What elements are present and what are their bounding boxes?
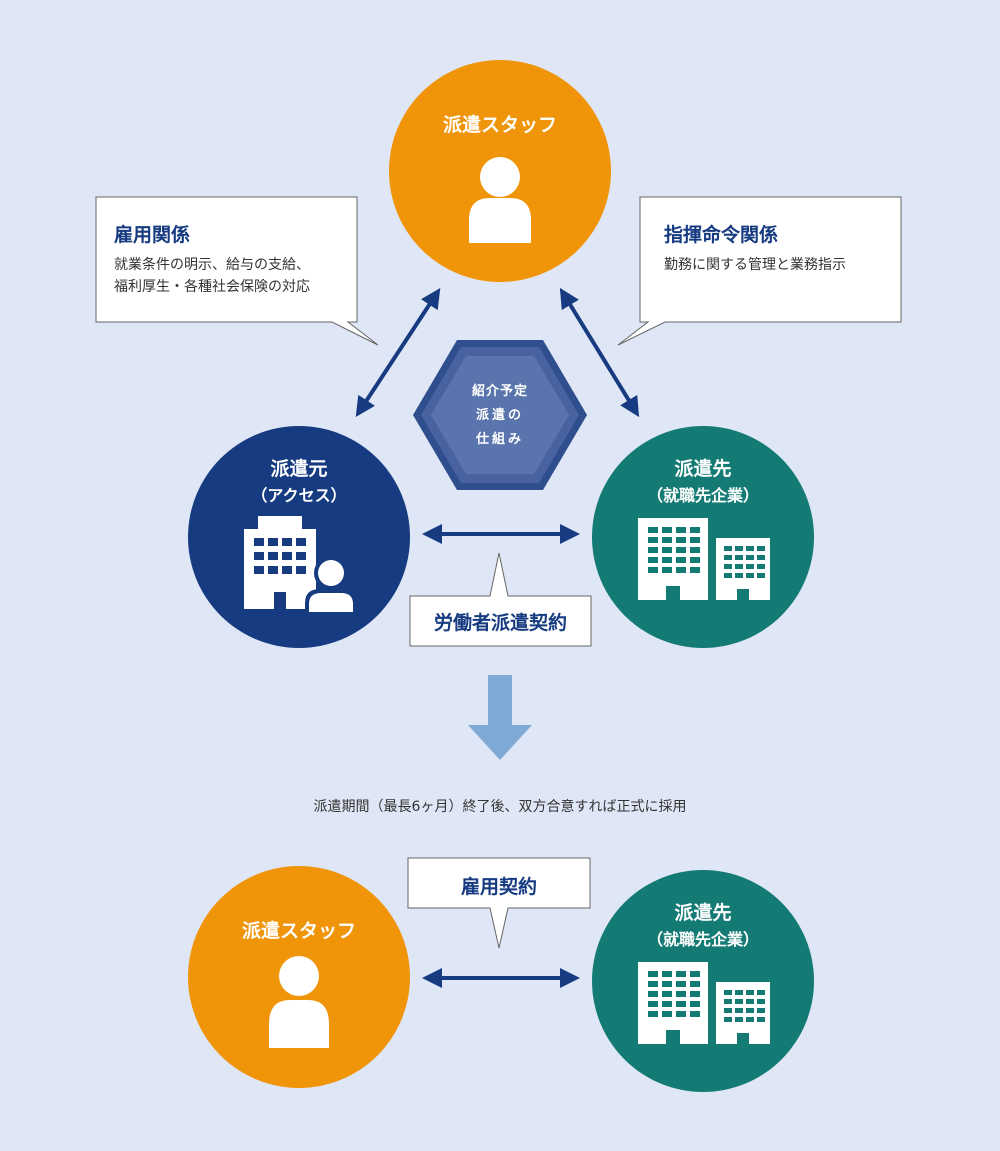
employment-callout-line1: 就業条件の明示、給与の支給、 [114,257,310,273]
hexagon-shape [413,340,587,490]
client-circle-bottom: 派遣先 （就職先企業） [592,870,814,1092]
arrow-staff-dispatcher [355,287,441,418]
command-callout-box [617,196,902,346]
dispatch-contract-box [409,552,592,647]
transition-caption: 派遣期間（最長6ヶ月）終了後、双方合意すれば正式に採用 [313,799,687,815]
dispatcher-circle-sub: （アクセス） [251,486,347,505]
staff-circle-bottom-label: 派遣スタッフ [241,920,356,942]
dispatch-contract-label: 労働者派遣契約 [433,612,567,634]
client-circle-label: 派遣先 [674,458,732,480]
client-circle-bottom-label: 派遣先 [674,902,732,924]
client-circle-sub: （就職先企業） [646,486,759,505]
command-callout-line1: 勤務に関する管理と業務指示 [664,257,846,273]
employment-callout-line2: 福利厚生・各種社会保険の対応 [114,279,310,295]
client-circle-top: 派遣先 （就職先企業） [592,426,814,648]
down-arrow [468,675,532,760]
hexagon-label: 紹介予定 派遣の 仕組み [443,380,557,452]
command-callout-title: 指揮命令関係 [664,224,779,246]
hexagon-line3: 仕組み [475,432,524,447]
staff-circle-top: 派遣スタッフ [389,60,611,282]
hexagon-line1: 紹介予定 [471,384,528,399]
staff-circle-label: 派遣スタッフ [442,114,557,136]
dispatcher-circle: 派遣元 （アクセス） [188,426,410,648]
client-circle-bottom-sub: （就職先企業） [646,930,759,949]
employment-callout-title: 雇用関係 [114,224,191,246]
person-icon [269,956,329,1048]
staff-circle-bottom: 派遣スタッフ [188,866,410,1088]
office-with-person-icon [244,516,357,614]
buildings-icon [638,518,770,600]
arrow-staff-client [559,287,640,418]
buildings-icon [638,962,770,1044]
employment-contract-label: 雇用契約 [460,876,537,898]
dispatcher-circle-label: 派遣元 [270,458,328,480]
person-icon [469,157,531,243]
hexagon-line2: 派遣の [475,408,524,423]
employment-contract-box [407,857,591,949]
